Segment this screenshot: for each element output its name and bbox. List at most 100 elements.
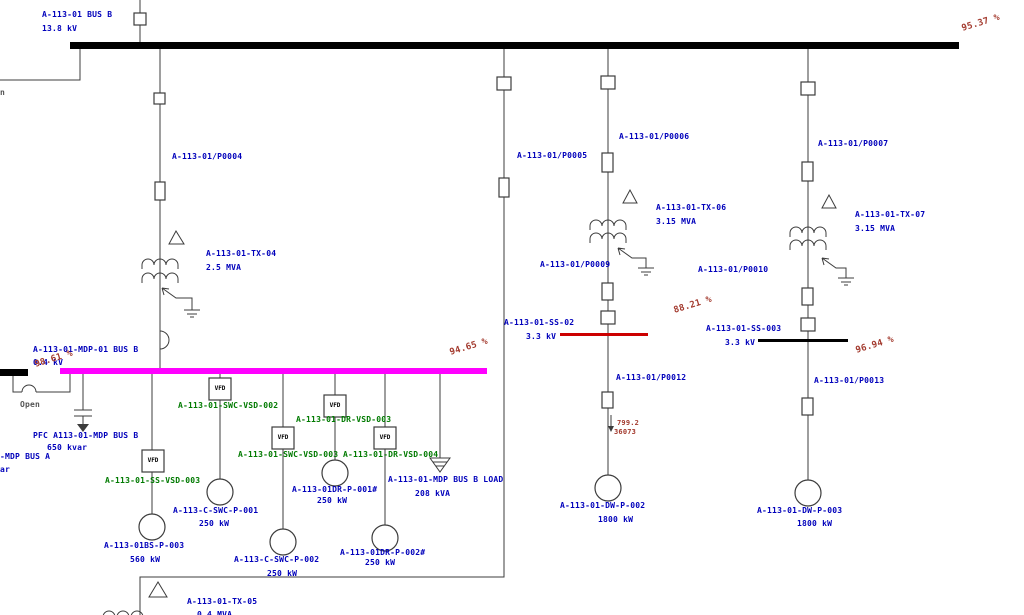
power-flow-arrow-icon bbox=[608, 415, 614, 432]
vfd-box-ss-vsd-003[interactable] bbox=[141, 449, 165, 473]
delta-winding-icon-tx07 bbox=[821, 193, 837, 209]
value-flow-2: 36073 bbox=[614, 428, 637, 436]
label-motor-swc-p-001-kw: 250 kW bbox=[199, 519, 230, 528]
vfd-box-text: VFD bbox=[147, 457, 159, 464]
label-tx06: A-113-01-TX-06 bbox=[656, 203, 727, 212]
label-tx07: A-113-01-TX-07 bbox=[855, 210, 926, 219]
bus-mdp-bar[interactable] bbox=[60, 368, 487, 374]
bus-main-bar[interactable] bbox=[70, 42, 959, 49]
label-motor-swc-p-001: A-113-C-SWC-P-001 bbox=[173, 506, 259, 515]
breaker-p0004[interactable] bbox=[153, 92, 166, 105]
vfd-box-text: VFD bbox=[214, 385, 226, 392]
label-motor-dr-p-002-kw: 250 kW bbox=[365, 558, 396, 567]
label-motor-dr-p-001-kw: 250 kW bbox=[317, 496, 348, 505]
label-feeder-p0013: A-113-01/P0013 bbox=[814, 376, 885, 385]
label-bus-ss003: A-113-01-SS-003 bbox=[706, 324, 782, 333]
motor-dw-p-003[interactable] bbox=[794, 479, 822, 507]
label-bus-mdp-kv: 0.4 kV bbox=[33, 358, 64, 367]
label-tx04-mva: 2.5 MVA bbox=[206, 263, 242, 272]
label-motor-bs-p-003: A-113-01BS-P-003 bbox=[104, 541, 185, 550]
capacitor-bank[interactable] bbox=[74, 374, 92, 432]
label-feeder-p0005: A-113-01/P0005 bbox=[517, 151, 588, 160]
fuse-p0006[interactable] bbox=[601, 152, 614, 173]
delta-winding-icon-tx05 bbox=[148, 581, 168, 598]
breaker-p0007[interactable] bbox=[800, 81, 816, 96]
label-vsd-dr-003: A-113-01-DR-VSD-003 bbox=[296, 415, 392, 424]
label-motor-bs-p-003-kw: 560 kW bbox=[130, 555, 161, 564]
label-fragment-left: ar bbox=[0, 465, 11, 474]
label-fragment-bus-a: -MDP BUS A bbox=[0, 452, 51, 461]
vfd-box-swc-vsd-003[interactable] bbox=[271, 426, 295, 450]
label-tx05-mva: 0.4 MVA bbox=[197, 610, 233, 615]
motor-swc-p-002[interactable] bbox=[269, 528, 297, 556]
ground-icon-tx06 bbox=[617, 247, 654, 276]
motor-swc-p-001[interactable] bbox=[206, 478, 234, 506]
label-tx05: A-113-01-TX-05 bbox=[187, 597, 258, 606]
label-tx06-mva: 3.15 MVA bbox=[656, 217, 697, 226]
label-motor-swc-p-002-kw: 250 kW bbox=[267, 569, 298, 578]
bus-ss003-bar[interactable] bbox=[758, 339, 848, 342]
label-feeder-p0012: A-113-01/P0012 bbox=[616, 373, 687, 382]
label-motor-dw-p-002-kw: 1800 kW bbox=[598, 515, 634, 524]
fuse-p0013[interactable] bbox=[801, 397, 814, 416]
label-motor-dr-p-002: A-113-01DR-P-002# bbox=[340, 548, 426, 557]
label-tx04: A-113-01-TX-04 bbox=[206, 249, 277, 258]
fuse-p0007[interactable] bbox=[801, 161, 814, 182]
transformer-tx04[interactable] bbox=[141, 258, 179, 283]
feeder-line-p0005 bbox=[139, 49, 505, 615]
label-bus-main: A-113-01 BUS B bbox=[42, 10, 113, 19]
breaker-p0005[interactable] bbox=[496, 76, 512, 91]
vfd-box-dr-vsd-003[interactable] bbox=[323, 394, 347, 418]
label-capacitor: PFC A113-01-MDP BUS B bbox=[33, 431, 139, 440]
vfd-box-text: VFD bbox=[329, 402, 341, 409]
bus-stub-left[interactable] bbox=[0, 369, 28, 376]
label-motor-dw-p-003-kw: 1800 kW bbox=[797, 519, 833, 528]
label-bus-main-kv: 13.8 kV bbox=[42, 24, 78, 33]
label-switch-open: Open bbox=[20, 400, 41, 409]
motor-dw-p-002[interactable] bbox=[594, 474, 622, 502]
bus-ss02-bar[interactable] bbox=[560, 333, 648, 336]
motor-dr-p-001[interactable] bbox=[321, 459, 349, 487]
delta-winding-icon-tx06 bbox=[622, 188, 638, 204]
fuse-p0005[interactable] bbox=[498, 177, 510, 198]
fuse-p0009[interactable] bbox=[601, 282, 614, 301]
label-feeder-p0006: A-113-01/P0006 bbox=[619, 132, 690, 141]
fuse-p0004[interactable] bbox=[154, 181, 166, 201]
fuse-p0010[interactable] bbox=[801, 287, 814, 306]
value-flow-1: 799.2 bbox=[617, 419, 640, 427]
label-feeder-p0009: A-113-01/P0009 bbox=[540, 260, 611, 269]
tie-line-open bbox=[12, 374, 71, 393]
tie-line-left bbox=[0, 49, 81, 81]
switch-arc-open-tie[interactable] bbox=[21, 384, 37, 393]
label-motor-dw-p-002: A-113-01-DW-P-002 bbox=[560, 501, 646, 510]
breaker-incomer[interactable] bbox=[133, 12, 147, 26]
label-tx07-mva: 3.15 MVA bbox=[855, 224, 896, 233]
transformer-partial-bottom bbox=[102, 610, 144, 615]
label-vsd-dr-004: A-113-01-DR-VSD-004 bbox=[343, 450, 439, 459]
lump-load-icon-mdp[interactable] bbox=[429, 457, 451, 473]
fuse-p0012[interactable] bbox=[601, 391, 614, 409]
vfd-box-text: VFD bbox=[379, 434, 391, 441]
transformer-tx06[interactable] bbox=[589, 219, 627, 243]
label-mdp-load-kva: 208 kVA bbox=[415, 489, 451, 498]
vfd-box-text: VFD bbox=[277, 434, 289, 441]
breaker-ss003[interactable] bbox=[800, 317, 816, 332]
vfd-box-dr-vsd-004[interactable] bbox=[373, 426, 397, 450]
label-fragment-top: n bbox=[0, 88, 6, 97]
motor-dr-p-002[interactable] bbox=[371, 524, 399, 552]
vfd-box-swc-vsd-002[interactable] bbox=[208, 377, 232, 401]
motor-bs-p-003[interactable] bbox=[138, 513, 166, 541]
label-feeder-p0004: A-113-01/P0004 bbox=[172, 152, 243, 161]
breaker-ss02[interactable] bbox=[600, 310, 616, 325]
label-feeder-p0010: A-113-01/P0010 bbox=[698, 265, 769, 274]
switch-arc-p0004[interactable] bbox=[159, 330, 170, 350]
label-motor-dr-p-001: A-113-01DR-P-001# bbox=[292, 485, 378, 494]
label-vsd-swc-003: A-113-01-SWC-VSD-003 bbox=[238, 450, 339, 459]
label-vsd-swc-002: A-113-01-SWC-VSD-002 bbox=[178, 401, 279, 410]
label-feeder-p0007: A-113-01/P0007 bbox=[818, 139, 889, 148]
breaker-p0006[interactable] bbox=[600, 75, 616, 90]
label-motor-dw-p-003: A-113-01-DW-P-003 bbox=[757, 506, 843, 515]
label-capacitor-kvar: 650 kvar bbox=[47, 443, 88, 452]
transformer-tx07[interactable] bbox=[789, 226, 827, 250]
